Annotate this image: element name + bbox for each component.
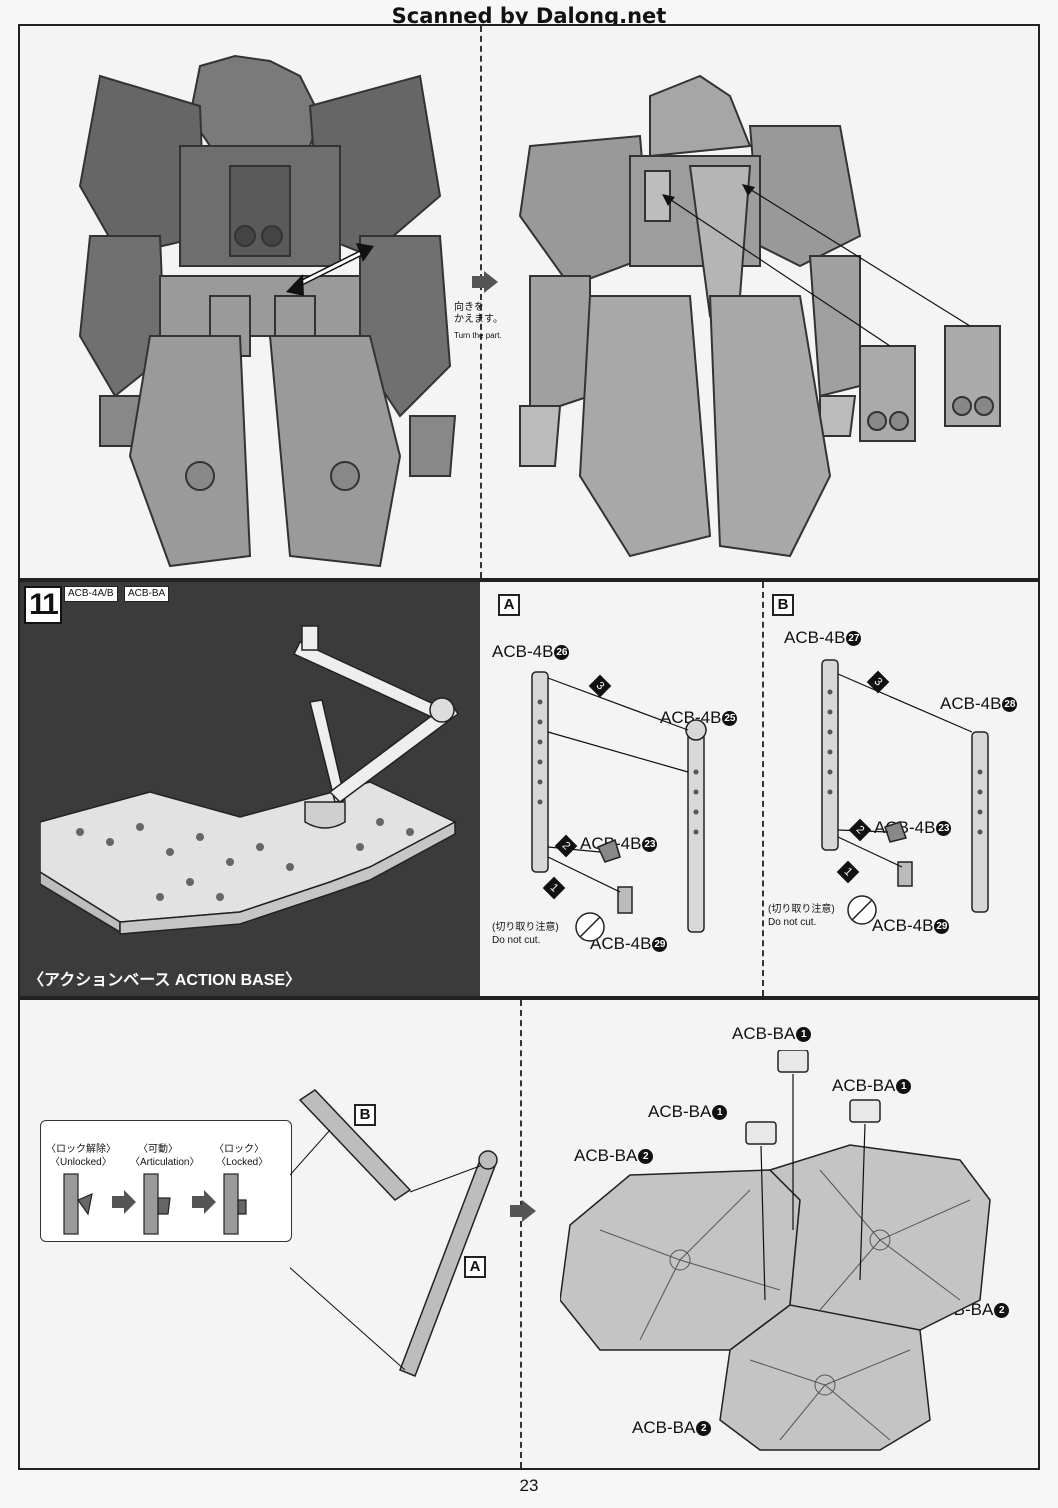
state-unlocked-jp: 〈ロック解除〉 — [46, 1144, 116, 1155]
part-tag-acb-ba: ACB-BA — [124, 586, 170, 602]
part-number: 1 — [896, 1079, 912, 1095]
part-number: 26 — [554, 645, 570, 661]
part-name: ACB-4B — [492, 642, 554, 661]
lock-states-box — [40, 1120, 292, 1242]
bottom-panel: 〈ロック解除〉 〈Unlocked〉 〈可動〉 〈Articulation〉 〈… — [18, 998, 1040, 1470]
robot-back-illustration — [518, 74, 1001, 558]
state-articulation-en: 〈Articulation〉 — [130, 1157, 200, 1168]
part-tag-acb-4ab: ACB-4A/B — [64, 586, 118, 602]
base-assembly-illustration — [560, 1050, 991, 1451]
lock-states-illustration — [63, 1173, 247, 1235]
part-name: ACB-BA — [732, 1024, 796, 1043]
part-name: ACB-4B — [872, 916, 934, 935]
do-not-cut-jp-a: (切り取り注意) — [492, 922, 559, 933]
part-number: 1 — [712, 1105, 728, 1121]
do-not-cut-en-b: Do not cut. — [768, 917, 817, 928]
state-locked-jp: 〈ロック〉 — [214, 1144, 264, 1155]
section-b-badge: B — [772, 594, 794, 616]
part-name: ACB-BA — [632, 1418, 696, 1437]
part-number: 2 — [638, 1149, 654, 1165]
robot-front-illustration — [78, 54, 457, 568]
part-name: ACB-4B — [590, 934, 652, 953]
arm-label-b: B — [354, 1104, 376, 1126]
part-number: 23 — [936, 821, 952, 837]
section-a-badge: A — [498, 594, 520, 616]
part-name: ACB-4B — [940, 694, 1002, 713]
do-not-cut-en-a: Do not cut. — [492, 935, 541, 946]
part-number: 23 — [642, 837, 658, 853]
part-name: ACB-BA — [648, 1102, 712, 1121]
next-arrow-icon — [510, 1200, 536, 1222]
part-name: ACB-BA — [574, 1146, 638, 1165]
state-articulation-jp: 〈可動〉 — [138, 1144, 178, 1155]
part-name: ACB-4B — [660, 708, 722, 727]
part-number: 29 — [934, 919, 950, 935]
arm-label-a: A — [464, 1256, 486, 1278]
top-divider — [480, 26, 482, 578]
do-not-cut-jp-b: (切り取り注意) — [768, 904, 835, 915]
top-panel: 向きを かえます。 Turn the part. — [18, 24, 1040, 580]
action-base-photo-area — [20, 582, 480, 996]
part-number: 27 — [846, 631, 862, 647]
part-number: 2 — [696, 1421, 712, 1437]
action-base-illustration — [40, 625, 460, 935]
turn-text-jp: 向きを かえます。 — [454, 302, 503, 325]
part-number: 29 — [652, 937, 668, 953]
section-a-illustration — [531, 671, 707, 942]
turn-arrow-icon — [472, 271, 498, 293]
bottom-divider — [520, 1000, 522, 1468]
action-base-caption: 〈アクションベース ACTION BASE〉 — [28, 972, 302, 989]
part-number: 25 — [722, 711, 738, 727]
part-name: ACB-BA — [832, 1076, 896, 1095]
step11-panel: 11 ACB-4A/B ACB-BA 〈アクションベース ACTION BASE… — [18, 580, 1040, 998]
part-number: 1 — [796, 1027, 812, 1043]
turn-text-en: Turn the part. — [454, 331, 502, 340]
part-number: 28 — [1002, 697, 1018, 713]
page-number: 23 — [519, 1476, 539, 1495]
section-b-illustration — [821, 659, 989, 925]
part-number: 2 — [994, 1303, 1010, 1319]
part-name: ACB-4B — [784, 628, 846, 647]
state-unlocked-en: 〈Unlocked〉 — [50, 1157, 112, 1168]
step-number: 11 — [24, 586, 62, 624]
section-divider-ab — [762, 582, 764, 996]
state-locked-en: 〈Locked〉 — [216, 1157, 269, 1168]
arm-assembly-illustration — [290, 1089, 498, 1377]
